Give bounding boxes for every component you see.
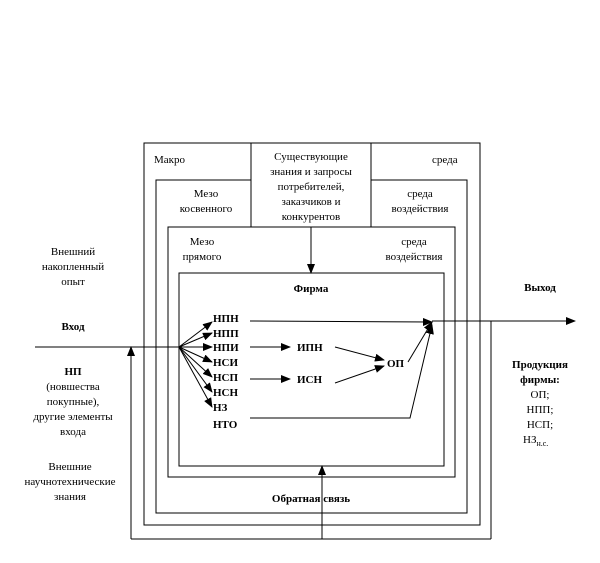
meso-indirect-env-2: воздействия: [392, 203, 449, 215]
meso-direct-label-1: Мезо: [190, 236, 215, 248]
products-title-1: Продукция: [512, 359, 568, 371]
arrow-ipn-op: [334, 346, 385, 362]
meso-direct-env-2: воздействия: [386, 251, 443, 263]
np-desc-3: другие элементы: [33, 411, 113, 423]
np-desc-2: покупные),: [47, 396, 100, 408]
fan-arrow-nsi: [178, 346, 213, 363]
external-experience-1: Внешний: [51, 246, 95, 258]
knowledge-line-1: Существующие: [274, 151, 348, 163]
output-label: Выход: [524, 282, 556, 294]
external-knowledge-1: Внешние: [48, 461, 91, 473]
feedback-label: Обратная связь: [272, 493, 350, 505]
arrow-nto-out: [250, 324, 434, 419]
knowledge-line-4: заказчиков и: [282, 196, 341, 208]
knowledge-line-5: конкурентов: [282, 211, 341, 223]
external-experience-3: опыт: [61, 276, 85, 288]
products-title-2: фирмы:: [520, 374, 560, 386]
fan-arrow-nz: [178, 346, 213, 408]
product-nz-subscript: н.с.: [536, 439, 548, 448]
product-npp: НПП;: [527, 404, 554, 416]
fan-arrow-npp: [178, 332, 213, 348]
meso-direct-env-1: среда: [401, 236, 427, 248]
meso-indirect-label-2: косвенного: [180, 203, 233, 215]
fan-arrow-npn: [178, 321, 213, 348]
knowledge-line-3: потребителей,: [278, 181, 345, 193]
ipn-label: ИПН: [297, 342, 323, 354]
external-experience-2: накопленный: [42, 261, 104, 273]
firm-item-nsp: НСП: [213, 372, 239, 384]
meso-indirect-label-1: Мезо: [194, 188, 219, 200]
firm-item-nto: НТО: [213, 419, 238, 431]
meso-indirect-env-1: среда: [407, 188, 433, 200]
firm-item-nz: НЗ: [213, 402, 228, 414]
firm-title: Фирма: [294, 283, 329, 295]
external-knowledge-3: знания: [54, 491, 86, 503]
product-nz: НЗн.с.: [523, 434, 548, 448]
isn-label: ИСН: [297, 374, 323, 386]
meso-direct-label-2: прямого: [183, 251, 222, 263]
np-desc-4: входа: [60, 426, 86, 438]
knowledge-box: [250, 142, 372, 228]
firm-item-nsn: НСН: [213, 387, 239, 399]
firm-item-npi: НПИ: [213, 342, 239, 354]
fan-arrow-nsn: [178, 346, 213, 393]
external-knowledge-2: научнотехнические: [25, 476, 116, 488]
product-nz-main: НЗ: [523, 434, 537, 446]
input-label: Вход: [61, 321, 84, 333]
macro-label: Макро: [154, 154, 186, 166]
product-nsp: НСП;: [527, 419, 553, 431]
firm-box: [178, 272, 445, 467]
fan-arrow-nsp: [178, 346, 213, 378]
firm-item-npn: НПН: [213, 313, 239, 325]
firm-item-nsi: НСИ: [213, 357, 239, 369]
knowledge-line-2: знания и запросы: [270, 166, 352, 178]
op-label: ОП: [387, 358, 405, 370]
arrow-isn-op: [334, 365, 385, 384]
np-desc-1: (новшества: [46, 381, 100, 393]
macro-environment-label: среда: [432, 154, 458, 166]
product-op: ОП;: [531, 389, 550, 401]
arrow-npn-out: [249, 317, 433, 326]
np-title: НП: [64, 366, 82, 378]
firm-item-npp: НПП: [213, 328, 239, 340]
